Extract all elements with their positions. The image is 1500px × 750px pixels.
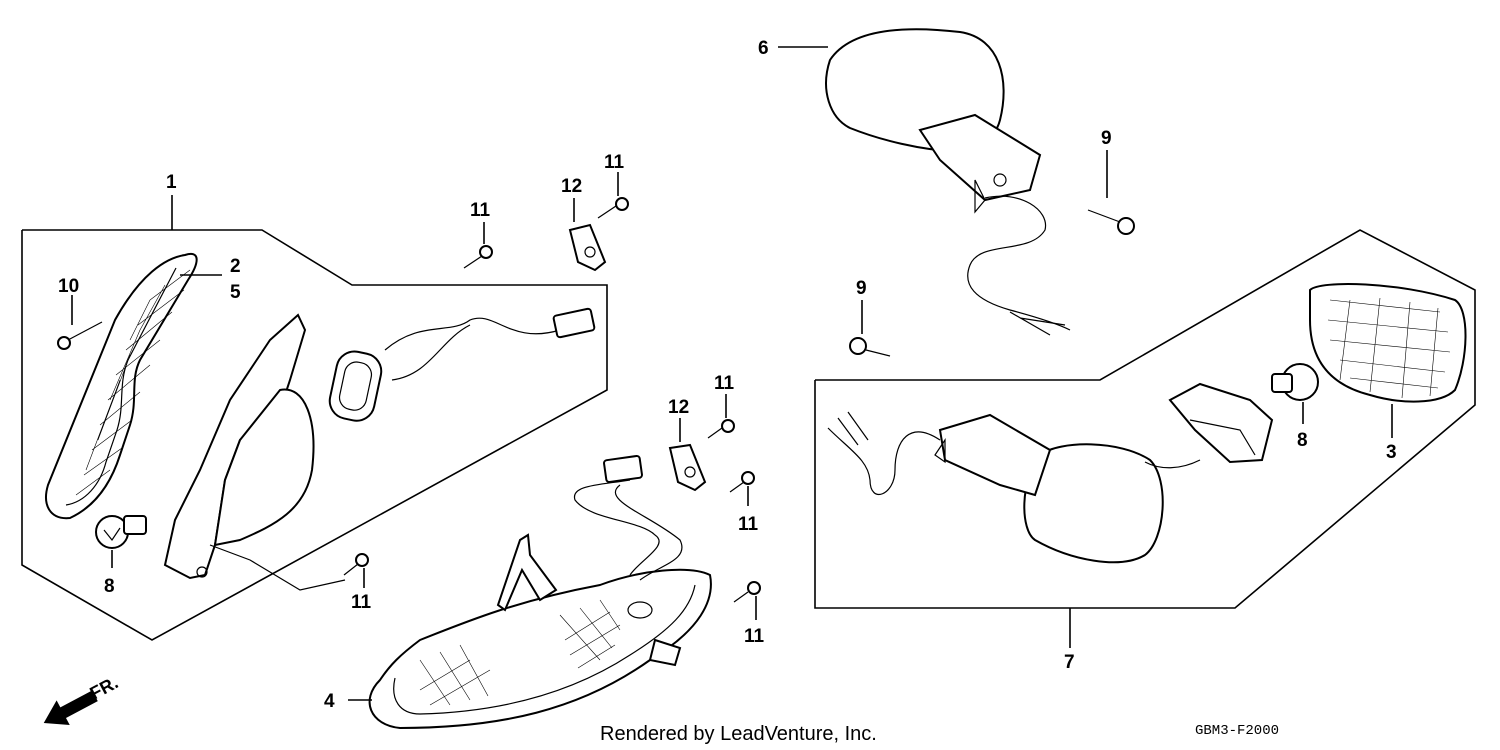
callout-9-b: 9	[856, 278, 867, 299]
callout-8-left: 8	[104, 576, 115, 597]
callout-5: 5	[230, 282, 241, 303]
callout-6: 6	[758, 38, 769, 59]
assembly-1-outline	[21, 229, 608, 641]
screw-part-11-f[interactable]	[733, 581, 761, 603]
callout-1: 1	[166, 172, 177, 193]
diagram-code: GBM3-F2000	[1195, 723, 1279, 739]
callout-9-a: 9	[1101, 128, 1112, 149]
callout-4: 4	[324, 691, 335, 712]
callout-11-d: 11	[714, 373, 735, 394]
callout-11-b: 11	[604, 152, 625, 173]
callout-3: 3	[1386, 442, 1397, 463]
grommet[interactable]	[326, 348, 384, 424]
socket-assembly[interactable]	[1168, 382, 1274, 464]
center-wiring[interactable]	[573, 454, 683, 581]
callout-12-a: 12	[561, 176, 582, 197]
callout-10: 10	[58, 276, 79, 297]
front-direction-arrow	[43, 690, 98, 726]
rendered-by-credit: Rendered by LeadVenture, Inc.	[600, 723, 877, 745]
bolt-part-9-b[interactable]	[849, 337, 891, 357]
assembly-7-outline	[814, 229, 1476, 609]
screw-part-11-d[interactable]	[707, 419, 735, 439]
clip-part-12-a[interactable]	[568, 223, 607, 272]
callout-11-c: 11	[351, 592, 372, 613]
front-turn-signal-part-4[interactable]	[368, 533, 712, 730]
callout-2: 2	[230, 256, 241, 277]
left-housing[interactable]	[163, 313, 346, 591]
callout-12-b: 12	[668, 397, 689, 418]
callout-11-a: 11	[470, 200, 491, 221]
rear-wiring-bottom[interactable]	[827, 411, 1201, 495]
lens-part-2[interactable]	[45, 252, 198, 520]
callout-11-e: 11	[738, 514, 759, 535]
rear-turn-signal-part-7[interactable]	[934, 413, 1164, 564]
bolt-part-9-a[interactable]	[1087, 209, 1135, 235]
screw-part-11-b[interactable]	[597, 197, 629, 219]
screw-part-11-e[interactable]	[729, 471, 755, 493]
callout-8-right: 8	[1297, 430, 1308, 451]
screw-part-11-c[interactable]	[343, 553, 369, 576]
screw-part-10[interactable]	[57, 321, 103, 350]
screw-part-11-a[interactable]	[463, 245, 493, 269]
left-wiring[interactable]	[384, 307, 596, 381]
rear-wiring-top[interactable]	[967, 195, 1071, 336]
clip-part-12-b[interactable]	[668, 443, 707, 492]
callout-11-f: 11	[744, 626, 765, 647]
bulb-part-8-left[interactable]	[95, 515, 147, 549]
callout-7: 7	[1064, 652, 1075, 673]
bulb-part-8-right[interactable]	[1271, 363, 1319, 401]
lens-part-3[interactable]	[1309, 283, 1467, 403]
rear-turn-signal-part-6[interactable]	[825, 28, 1042, 214]
